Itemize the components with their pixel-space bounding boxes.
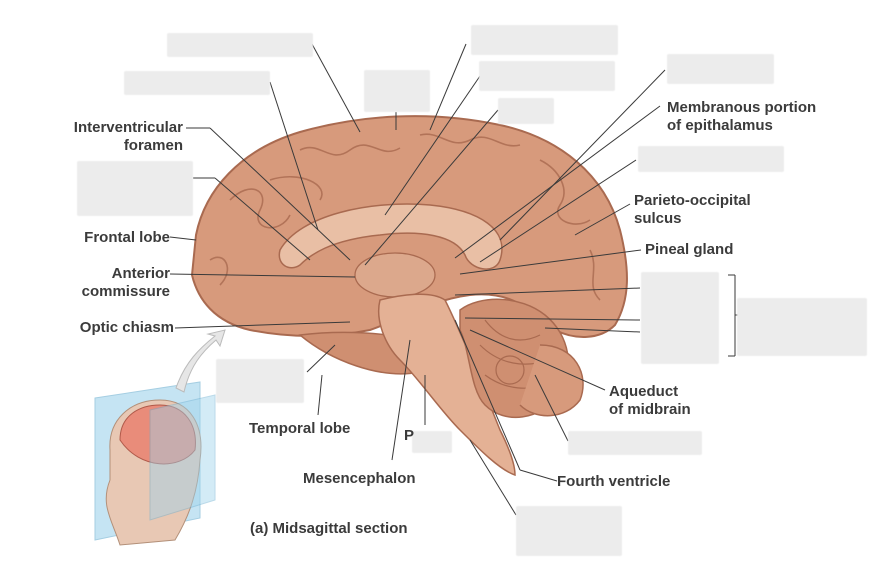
- blank-label-11: [737, 298, 867, 356]
- blank-label-4: [364, 70, 430, 112]
- label-aqueduct-midbrain: Aqueduct of midbrain: [609, 383, 691, 419]
- label-interventricular-foramen: Interventricular foramen: [40, 119, 183, 155]
- thalamus-shape: [354, 252, 436, 298]
- label-line: foramen: [123, 137, 183, 154]
- label-parieto-occipital-sulcus: Parieto-occipital sulcus: [634, 192, 751, 228]
- figure-caption: (a) Midsagittal section: [250, 520, 408, 537]
- label-line: sulcus: [634, 210, 682, 227]
- label-line: of midbrain: [609, 401, 691, 418]
- inferior-lobe-shape: [519, 344, 584, 417]
- blank-label-8: [667, 54, 774, 84]
- blank-label-6: [479, 61, 615, 91]
- label-pineal-gland: Pineal gland: [645, 241, 734, 258]
- blank-label-2: [124, 71, 270, 95]
- label-line: Interventricular: [73, 119, 183, 136]
- gyri-lines: [209, 133, 601, 301]
- label-temporal-lobe: Temporal lobe: [249, 420, 351, 437]
- blank-label-12: [216, 359, 304, 403]
- blank-label-10: [641, 272, 719, 364]
- blank-label-7: [498, 98, 554, 124]
- label-line: Membranous portion: [667, 99, 817, 116]
- leader-lines: [169, 43, 742, 516]
- orientation-head-icon: [94, 329, 226, 546]
- label-anterior-commissure: Anterior commissure: [40, 265, 170, 301]
- blank-label-3: [77, 161, 193, 216]
- label-mesencephalon: Mesencephalon: [303, 470, 416, 487]
- label-partial-p: P: [404, 427, 415, 444]
- blank-label-13: [412, 431, 452, 453]
- label-line: Parieto-occipital: [634, 192, 751, 209]
- label-line: commissure: [81, 283, 170, 300]
- label-line: Aqueduct: [609, 383, 679, 400]
- corpus-callosum-shape: [278, 203, 503, 270]
- label-optic-chiasm: Optic chiasm: [79, 319, 174, 336]
- blank-label-1: [167, 33, 313, 57]
- label-frontal-lobe: Frontal lobe: [84, 229, 170, 246]
- blank-label-15: [516, 506, 622, 556]
- label-fourth-ventricle: Fourth ventricle: [557, 473, 671, 490]
- brainstem-shape: [378, 293, 516, 477]
- blank-label-5: [471, 25, 618, 55]
- label-membranous-epithalamus: Membranous portion of epithalamus: [667, 99, 816, 135]
- label-line: of epithalamus: [667, 117, 773, 134]
- blank-label-14: [568, 431, 702, 455]
- blank-label-9: [638, 146, 784, 172]
- label-line: Anterior: [111, 265, 170, 282]
